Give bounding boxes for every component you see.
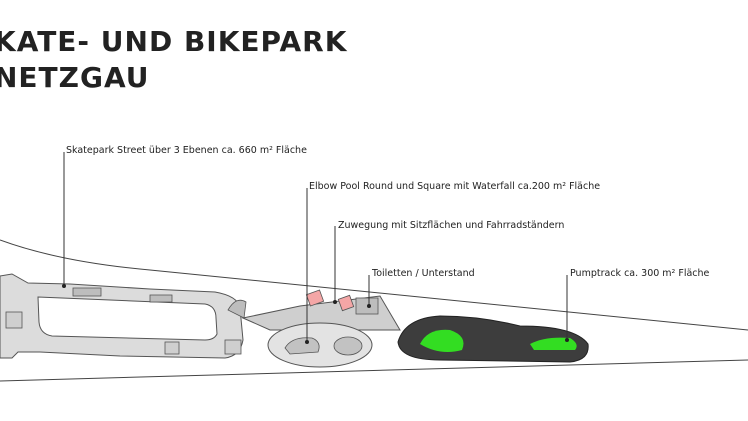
title-line-1: KATE- UND BIKEPARK	[0, 25, 348, 58]
pumptrack-green-1	[420, 329, 464, 352]
callout-pumptrack: Pumptrack ca. 300 m² Fläche	[570, 268, 710, 279]
callout-elbow-pool: Elbow Pool Round und Square mit Waterfal…	[309, 181, 601, 192]
site-boundary-bottom	[0, 359, 748, 382]
obstacle-bank	[164, 341, 180, 355]
callout-zuwegung: Zuwegung mit Sitzflächen und Fahrradstän…	[338, 220, 565, 231]
callout-skatepark-street: Skatepark Street über 3 Ebenen ca. 660 m…	[66, 145, 307, 156]
obstacle-ledge	[72, 287, 102, 297]
site-boundary-top	[0, 239, 748, 331]
obstacle-box	[5, 311, 23, 329]
seating-area	[305, 289, 379, 315]
callout-toiletten: Toiletten / Unterstand	[372, 268, 475, 279]
obstacle-rail	[149, 294, 173, 303]
title-line-2: NETZGAU	[0, 61, 150, 94]
obstacle-stair	[224, 339, 242, 355]
pumptrack-green-2	[530, 337, 577, 350]
pumptrack	[397, 315, 589, 363]
skatepark-street-area	[0, 273, 247, 359]
elbow-pool	[267, 322, 373, 368]
obstacle-quarter	[227, 299, 247, 319]
